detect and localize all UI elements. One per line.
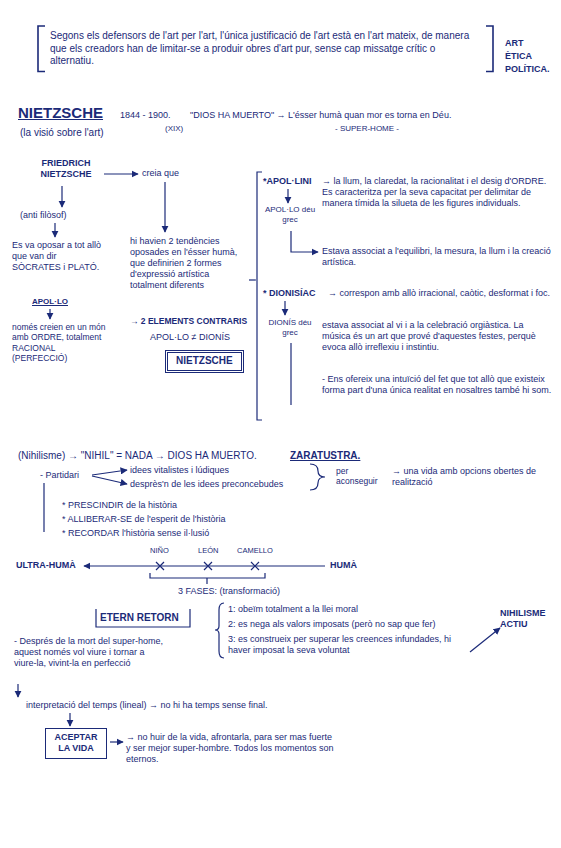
note-text: LEÓN [198,546,218,555]
note-text: creia que [142,168,179,179]
note-text: 3: es construeix per superar les creence… [228,634,463,656]
note-text: (anti filòsof) [20,210,67,221]
note-text: ULTRA-HUMÀ [16,560,76,571]
note-text: * ALLIBERAR-SE de l'esperit de l'històri… [62,514,226,525]
note-text: APOL·LO [32,297,68,307]
arrow [470,628,500,652]
note-text: - Després de la mort del super-home, aqu… [14,636,169,669]
x-mark [204,562,212,570]
arrow [284,301,285,315]
arrow [92,476,127,484]
note-text: NIHILISME ACTIU [500,608,556,630]
note-text: - SUPER-HOME - [335,124,399,134]
bracket-node: Segons els defensors de l'art per l'art,… [38,26,493,72]
note-text: ZARATUSTRA. [290,450,360,462]
note-text: ETERN RETORN [100,612,179,624]
note-text: * DIONISÍAC [263,288,316,299]
note-text: (Nihilisme) → "NIHIL" = NADA → DIOS HA M… [18,450,257,462]
note-text: HUMÀ [330,560,357,571]
note-text: DIONÍS déu grec [264,318,316,338]
arrow [287,189,288,203]
x-mark [156,562,164,570]
arrow [164,182,165,232]
note-text: - Partidari [40,470,79,481]
note-text: FRIEDRICH NIETZSCHE [28,158,104,180]
note-text: ART [505,38,524,49]
note-text: 2: es nega als valors imposats (però no … [228,619,436,630]
note-text: → 2 ELEMENTS CONTRARIS [130,316,247,326]
note-text: 3 FASES: (transformació) [178,586,280,597]
note-text: 1: obeïm totalment a la llei moral [228,604,358,615]
note-text: → una vida amb opcions obertes de realit… [392,466,552,488]
bracket-line [257,172,262,420]
note-text: (XIX) [165,124,183,134]
arrow [104,173,138,174]
bracket-line [150,573,265,584]
node-text: Segons els defensors de l'art per l'art,… [50,30,481,68]
note-text: 1844 - 1900. [120,110,171,121]
box-node: ACEPTAR LA VIDA [45,728,107,759]
note-text: → no huir de la vida, afrontarla, para s… [126,732,336,765]
note-text: "DIOS HA MUERTO" → L'ésser humà quan mor… [190,110,451,121]
note-text: CAMELLO [237,546,273,555]
note-text: estava associat al vi i a la celebració … [322,320,552,353]
node-text: NIETZSCHE [176,355,233,368]
arrow [61,186,62,207]
bracket-outline [38,26,493,72]
note-text: - Ens ofereix una intuïció del fet que t… [322,374,552,396]
arrow [17,684,18,697]
arrow [54,223,55,237]
arrow [92,470,127,475]
note-text: només creien en un món amb ORDRE, totalm… [12,322,107,363]
note-text: * RECORDAR l'història sense il·lusió [62,528,209,539]
bracket-line [43,483,44,532]
x-mark [251,562,259,570]
brace [215,603,224,658]
double-node: NIETZSCHE [165,350,244,373]
bracket-line [249,279,256,280]
note-text: Es va oposar a tot allò que van dir SÒCR… [12,240,107,273]
note-text: POLÍTICA. [505,64,550,75]
arrow [110,741,123,742]
node-text: ACEPTAR LA VIDA [50,732,102,755]
bracket-line [290,343,291,405]
note-text: *APOL·LINI [263,176,312,187]
note-text: per aconseguir [336,466,382,487]
note-text: hi havien 2 tendències oposades en l'éss… [130,236,248,291]
brace [310,464,325,490]
note-text: desprès'n de les idees preconcebudes [130,479,283,490]
note-text: ÈTICA [505,51,532,62]
title-frame [96,609,190,627]
note-text: APOL·LO ≠ DIONÍS [150,332,230,343]
note-text: interpretació del temps (lineal) → no hi… [26,700,268,711]
arrow [69,713,70,726]
note-text: APOL·LO déu grec [264,205,316,225]
note-text: NIÑO [150,546,169,555]
note-text: → la llum, la claredat, la racionalitat … [322,176,552,209]
arrow [291,231,318,252]
note-text: idees vitalistes i lúdiques [130,465,229,476]
arrow [84,565,325,566]
note-text: → correspon amb allò irracional, caòtic,… [328,288,552,299]
arrow [49,309,50,319]
title-text: NIETZSCHE [18,104,103,121]
note-text: * PRESCINDIR de la història [62,500,177,511]
note-text: (la visió sobre l'art) [20,127,104,139]
note-text: Estava associat a l'equilibri, la mesura… [322,246,552,268]
